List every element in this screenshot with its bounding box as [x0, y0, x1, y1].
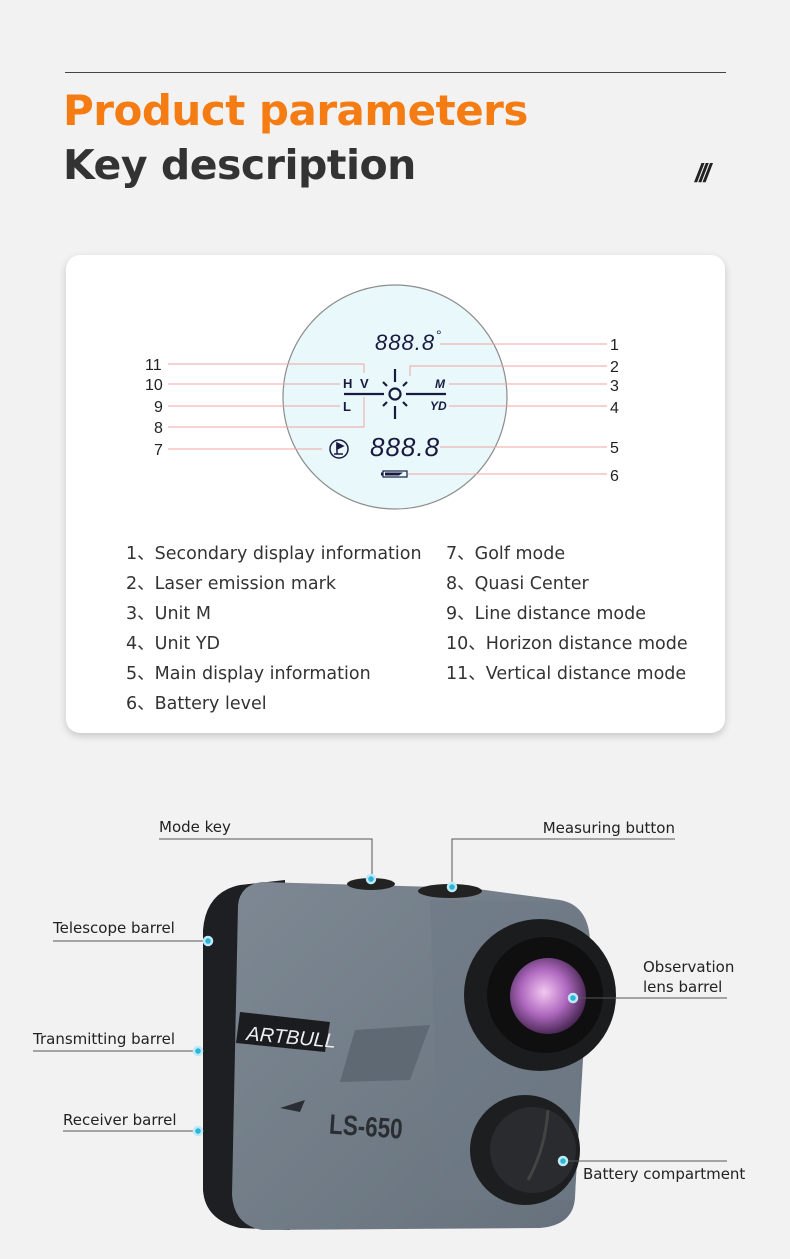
legend-item: 11、Vertical distance mode — [446, 664, 687, 684]
lens — [510, 958, 586, 1034]
callout-5: 5 — [610, 440, 619, 457]
callout-8: 8 — [154, 420, 163, 437]
label-measuring-button: Measuring button — [543, 819, 675, 837]
legend-item: 2、Laser emission mark — [126, 574, 336, 594]
callout-10: 10 — [145, 377, 163, 394]
mode-h: H — [343, 376, 352, 391]
brand-badge — [236, 1012, 330, 1052]
marker-dots — [192, 873, 579, 1167]
legend-item: 5、Main display information — [126, 664, 371, 684]
battery-icon — [381, 470, 408, 478]
callout-11: 11 — [145, 357, 162, 374]
legend-item: 7、Golf mode — [446, 544, 566, 564]
marker-dot — [446, 881, 458, 893]
legend-item: 6、Battery level — [126, 694, 267, 714]
page-subtitle: Key description — [63, 141, 416, 189]
degree-symbol: ° — [436, 327, 442, 343]
vent-grille — [340, 1025, 430, 1082]
marker-dot — [567, 992, 579, 1004]
legend-item: 8、Quasi Center — [446, 574, 589, 594]
callout-7: 7 — [154, 442, 163, 459]
legend-item: 9、Line distance mode — [446, 604, 647, 624]
legend-left-column: 1、Secondary display information 2、Laser … — [126, 539, 422, 719]
marker-dot — [192, 1125, 204, 1137]
mode-v: V — [360, 376, 369, 391]
leader-lines — [33, 838, 727, 1162]
marker-dot — [365, 873, 377, 885]
legend-item: 3、Unit M — [126, 604, 211, 624]
marker-dot — [202, 935, 214, 947]
label-battery-compartment: Battery compartment — [583, 1165, 745, 1183]
legend-item: 10、Horizon distance mode — [446, 634, 688, 654]
label-receiver-barrel: Receiver barrel — [63, 1111, 177, 1129]
callout-lines — [168, 343, 607, 475]
golf-flag-icon — [329, 439, 349, 459]
callout-3: 3 — [610, 378, 619, 395]
laser-emission-mark-icon — [344, 369, 446, 419]
legend-item: 4、Unit YD — [126, 634, 220, 654]
marker-dot — [557, 1155, 569, 1167]
label-mode-key: Mode key — [159, 818, 231, 836]
label-observation-line2: lens barrel — [643, 978, 722, 996]
callout-6: 6 — [610, 468, 619, 485]
legend-item: 1、Secondary display information — [126, 544, 422, 564]
unit-yd: YD — [430, 399, 447, 413]
callout-numbers: 1 2 3 4 5 6 7 8 9 10 11 — [145, 337, 619, 485]
slashes-decoration: /// — [695, 158, 711, 188]
secondary-readout: 888.8 — [375, 330, 435, 355]
legend-right-column: 7、Golf mode 8、Quasi Center 9、Line distan… — [446, 539, 688, 689]
device-illustration: ARTBULL LS-650 Mode key Measuring button… — [32, 818, 745, 1230]
callout-4: 4 — [610, 400, 619, 417]
callout-1: 1 — [610, 337, 619, 354]
page-title: Product parameters — [63, 86, 528, 135]
model-label: LS-650 — [328, 1109, 403, 1145]
mode-l: L — [343, 399, 351, 414]
callout-2: 2 — [610, 359, 619, 376]
label-observation-line1: Observation — [643, 958, 734, 976]
callout-9: 9 — [154, 399, 163, 416]
display-circle — [282, 284, 508, 510]
unit-m: M — [435, 377, 446, 391]
main-readout: 888.8 — [370, 432, 440, 462]
label-transmitting-barrel: Transmitting barrel — [32, 1030, 175, 1048]
top-divider — [65, 72, 726, 73]
display-diagram: 888.8 ° 888.8 H V L M YD 1 2 3 4 5 6 7 8… — [145, 284, 619, 510]
marker-dot — [192, 1045, 204, 1057]
label-telescope-barrel: Telescope barrel — [52, 919, 175, 937]
